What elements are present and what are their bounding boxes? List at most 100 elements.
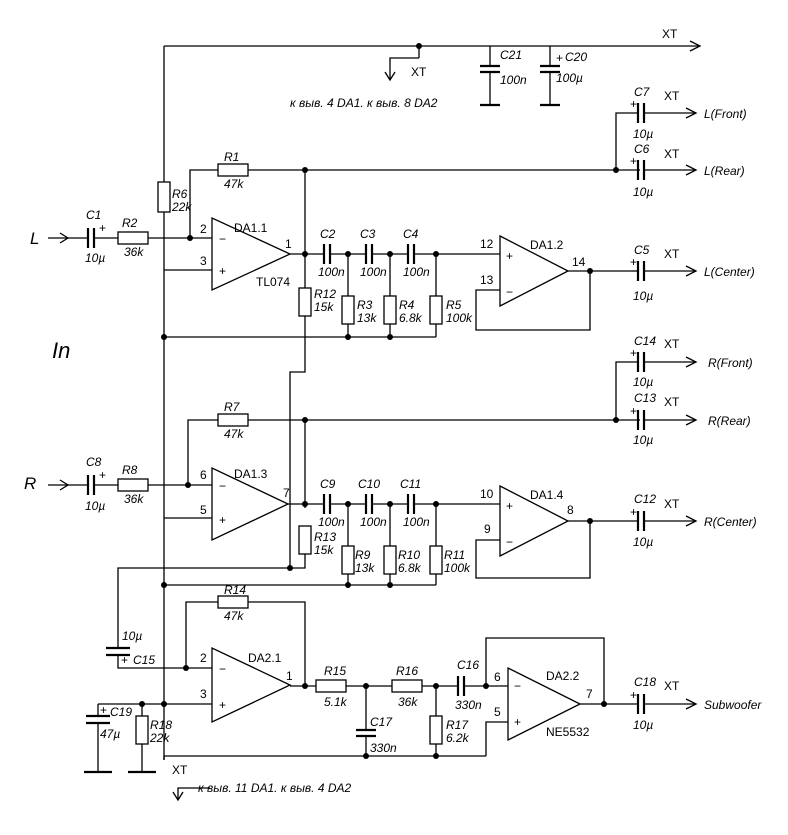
c11-ref: C11 [400,477,421,491]
da22-minus: − [514,679,521,693]
c14-plus: + [630,346,637,360]
da14-pin9: 9 [484,522,491,536]
r13-ref: R13 [314,530,336,544]
supply-rail [163,40,702,182]
subwoofer-wiring [84,595,698,802]
da13-pin5: 5 [200,503,207,517]
c12-value: 10µ [633,535,653,549]
da22-name: DA2.2 [546,669,580,683]
c13-plus: + [630,404,637,418]
c5-ref: C5 [634,243,650,257]
da21-pin3: 3 [200,687,207,701]
r5-value: 100k [446,311,473,325]
xt-power-top: XT [662,27,678,41]
da21-pin2: 2 [200,651,207,665]
c16-ref: C16 [457,658,479,672]
r13-value: 15k [314,543,334,557]
da14-pin8: 8 [567,503,574,517]
c3-value: 100n [360,265,387,279]
r9-value: 13k [355,561,375,575]
c17-ref: C17 [370,715,393,729]
out-l-front: L(Front) [704,107,747,121]
da14-name: DA1.4 [530,488,564,502]
r5-ref: R5 [446,298,462,312]
c4-value: 100n [403,265,430,279]
xt-r-front: XT [664,337,680,351]
c15-value: 10µ [122,629,142,643]
r11-value: 100k [444,561,471,575]
c7-plus: + [630,97,637,111]
c6-value: 10µ [633,185,653,199]
da22-plus: + [514,715,521,729]
xt-r-rear: XT [664,395,680,409]
c6-ref: C6 [634,142,650,156]
r7-value: 47k [224,427,244,441]
xt-l-rear: XT [664,147,680,161]
c17-value: 330n [370,741,397,755]
c20-ref: C20 [565,50,587,64]
c14-value: 10µ [633,375,653,389]
c4-ref: C4 [403,227,419,241]
r10-ref: R10 [398,548,420,562]
c8-ref: C8 [86,455,102,469]
da13-plus: + [219,513,226,527]
c15-ref: C15 [133,653,155,667]
out-l-center: L(Center) [704,265,755,279]
r8-ref: R8 [122,463,138,477]
da22-pin6: 6 [494,670,501,684]
r11-ref: R11 [444,548,465,562]
da12-pin13: 13 [480,273,494,287]
c21-value: 100n [500,73,527,87]
c2-value: 100n [318,265,345,279]
xt-r-center: XT [664,497,680,511]
c18-value: 10µ [633,718,653,732]
c1-plus: + [99,221,106,235]
da22-pin7: 7 [586,687,593,701]
da12-name: DA1.2 [530,238,564,252]
da13-pin7: 7 [283,486,290,500]
c6-plus: + [630,154,637,168]
r17-ref: R17 [446,718,469,732]
da21-minus: − [219,662,226,676]
input-title: In [52,338,70,363]
c13-ref: C13 [634,391,656,405]
c18-ref: C18 [634,675,656,689]
r3-value: 13k [357,311,377,325]
c1-value: 10µ [85,251,105,265]
da21-pin1: 1 [286,669,293,683]
supply-note: к выв. 4 DA1. к выв. 8 DA2 [290,96,438,110]
r14-ref: R14 [224,583,246,597]
xt-l-front: XT [664,89,680,103]
c7-value: 10µ [633,127,653,141]
r15-value: 5.1k [324,695,348,709]
r12-ref: R12 [314,287,336,301]
c19-plus: + [100,703,107,717]
da11-plus: + [219,264,226,278]
c20-value: 100µ [556,71,583,85]
da11-type: TL074 [256,275,290,289]
c13-value: 10µ [633,433,653,447]
da11-name: DA1.1 [234,221,268,235]
xt-supply-note: XT [411,65,427,79]
r6-ref: R6 [172,187,188,201]
c9-value: 100n [318,515,345,529]
c12-plus: + [630,505,637,519]
r8-value: 36k [124,492,144,506]
xt-ground-bottom: XT [172,763,188,777]
right-channel-wiring [48,352,698,648]
c8-plus: + [99,468,106,482]
r10-value: 6.8k [398,561,422,575]
da14-pin10: 10 [480,487,494,501]
out-r-rear: R(Rear) [708,414,751,428]
da12-minus: − [506,285,513,299]
c18-plus: + [630,688,637,702]
c11-value: 100n [403,515,430,529]
da21-plus: + [219,698,226,712]
da14-minus: − [506,535,513,549]
r2-value: 36k [124,245,144,259]
da12-plus: + [506,249,513,263]
r9-ref: R9 [355,548,371,562]
c16-value: 330n [455,698,482,712]
r1-ref: R1 [224,150,239,164]
